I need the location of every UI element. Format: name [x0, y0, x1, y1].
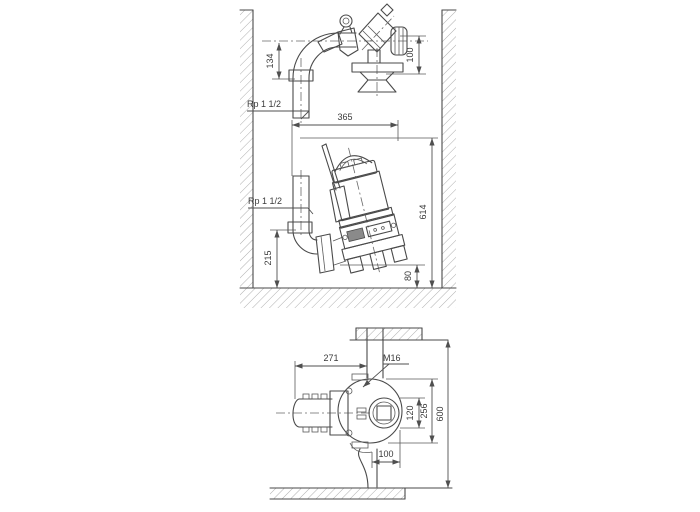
thread-label-lower: Rp 1 1/2	[248, 196, 314, 215]
bottom-wall-hatch	[270, 488, 405, 499]
dim-120-value: 120	[405, 405, 415, 420]
right-wall-hatch	[442, 10, 456, 288]
plan-view: 271 M16 120 256 600	[269, 327, 453, 500]
side-view-dimensions: 134 100 365 614 215	[247, 35, 438, 289]
dim-80-value: 80	[403, 271, 413, 281]
pump-leg	[390, 244, 408, 263]
discharge-piping-assembly	[262, 3, 428, 126]
discharge-flange	[315, 233, 335, 274]
nameplate	[346, 227, 366, 243]
plan-walls	[269, 327, 453, 500]
coupling-block	[329, 390, 349, 436]
bolt-label-value: M16	[383, 353, 401, 363]
bolt	[345, 429, 353, 437]
pump-leg	[346, 255, 365, 274]
dim-215-value: 215	[263, 250, 273, 265]
discharge-port-outer	[368, 397, 400, 429]
bolt	[345, 387, 353, 395]
dim-256-value: 256	[419, 403, 429, 418]
top-wall-hatch	[356, 328, 422, 340]
side-view: 134 100 365 614 215	[239, 3, 457, 308]
bolt-label-m16: M16	[362, 353, 409, 388]
thread-upper-value: Rp 1 1/2	[247, 99, 281, 109]
dim-100-upper: 100	[386, 35, 426, 75]
dim-100-plan: 100	[371, 430, 401, 468]
dim-271: 271	[294, 353, 368, 399]
thread-label-upper: Rp 1 1/2	[247, 99, 310, 120]
clamp-band	[338, 206, 394, 229]
dim-614-value: 614	[418, 204, 428, 219]
cable-gland	[329, 185, 351, 223]
dim-614: 614	[300, 137, 438, 289]
floor-hatch	[240, 288, 456, 308]
pump-side-drawing	[287, 143, 408, 275]
union-nut	[390, 26, 408, 56]
dim-80: 80	[340, 264, 425, 289]
left-wall-hatch	[240, 10, 253, 288]
dim-365: 365	[291, 112, 399, 176]
clamp-lever	[317, 31, 343, 53]
dim-215: 215	[263, 229, 296, 289]
lifting-ring	[339, 14, 353, 28]
pipe-clamp	[337, 27, 359, 57]
thread-lower-value: Rp 1 1/2	[248, 196, 282, 206]
dim-256: 256	[386, 378, 438, 444]
dim-600: 600	[435, 339, 451, 489]
dim-365-value: 365	[337, 112, 352, 122]
lifting-handle	[334, 155, 373, 173]
plan-view-dimensions: 271 M16 120 256 600	[294, 339, 451, 489]
dim-134: 134	[265, 42, 295, 80]
pipe-socket	[288, 69, 314, 82]
riser-socket	[287, 221, 313, 234]
dim-271-value: 271	[323, 353, 338, 363]
dim-120: 120	[400, 397, 425, 429]
valve-pedestal	[351, 48, 404, 97]
pump-leg	[369, 250, 387, 270]
dim-134-value: 134	[265, 53, 275, 68]
dim-100-plan-value: 100	[378, 449, 393, 459]
check-valve	[358, 3, 397, 53]
discharge-square	[376, 405, 392, 421]
pump-body-circle	[337, 378, 403, 444]
motor-housing	[331, 170, 390, 222]
plan-cable	[358, 448, 369, 489]
dim-100-upper-value: 100	[405, 47, 415, 62]
valve-bonnet-cap	[380, 3, 394, 17]
pump-body	[331, 147, 408, 275]
dim-600-value: 600	[435, 406, 445, 421]
pit-walls	[239, 9, 457, 308]
pipe-thread-ridges	[302, 393, 328, 433]
